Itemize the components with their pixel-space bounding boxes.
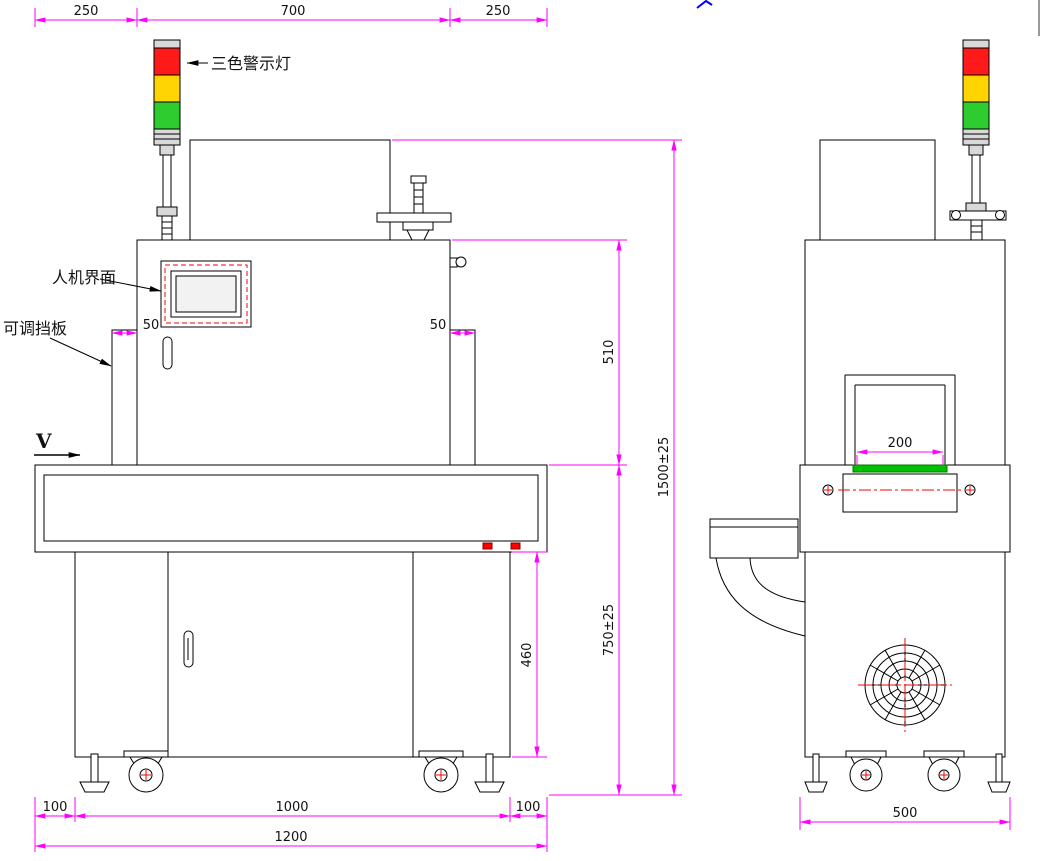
exhaust-duct [709, 518, 806, 637]
top-housing-side [819, 139, 936, 241]
warning-light-label-text: 三色警示灯 [211, 54, 291, 73]
adjustment-knob-assembly [376, 175, 452, 241]
dim-bottom-chain: 100 1000 100 1200 [34, 797, 548, 852]
blue-pen-mark [696, 0, 713, 9]
light-yellow-segment [962, 74, 990, 103]
indicator-light-icon [482, 542, 493, 550]
light-red-segment [962, 47, 990, 76]
front-view: 250 700 250 三色警示灯 [3, 4, 682, 852]
hmi-label: 人机界面 [52, 268, 162, 292]
leveling-foot-icon [79, 781, 110, 793]
baffle-label-text: 可调挡板 [3, 319, 67, 338]
dim-depth: 500 [799, 797, 1011, 830]
baffle-left [111, 329, 138, 466]
dim-top-right-overhang: 250 [486, 4, 511, 19]
light-base [153, 128, 181, 146]
adjustable-baffles: 50 50 [111, 318, 476, 466]
dim-bottom-right-offset: 100 [516, 800, 541, 815]
top-housing-front [189, 139, 391, 241]
indicator-lights [482, 542, 521, 550]
light-cap [962, 39, 990, 49]
dim-base-cabinet-height: 460 [520, 643, 535, 668]
light-green-segment [962, 101, 990, 130]
light-red-segment [153, 47, 181, 76]
side-view: 200 [709, 39, 1011, 830]
light-pole [971, 154, 981, 204]
hmi-leader [99, 278, 162, 292]
leveling-foot-icon [474, 781, 505, 793]
warning-light-label: 三色警示灯 [186, 54, 291, 73]
baffle-leader [49, 337, 112, 367]
view-marker-text: V [35, 429, 52, 453]
dim-overall-width: 1200 [274, 830, 307, 845]
dim-right-heights: 510 750±25 1500±25 460 [392, 139, 682, 796]
indicator-light-icon [510, 542, 521, 550]
light-yellow-segment [153, 74, 181, 103]
conveyor-table-side [799, 464, 1011, 553]
dim-opening: 200 [856, 436, 944, 466]
dim-wheelbase-width: 1000 [275, 800, 308, 815]
knob-screw [413, 182, 424, 214]
light-cap [153, 39, 181, 49]
light-base [962, 128, 990, 146]
tricolor-warning-light-side [949, 39, 1007, 241]
dim-top-chain: 250 700 250 [34, 4, 548, 27]
belt-opening [844, 374, 956, 465]
dim-table-height: 750±25 [602, 604, 617, 656]
hmi-highlight-box [164, 264, 248, 324]
casters-front [79, 750, 505, 793]
dim-baffle-left: 50 [143, 318, 160, 333]
hmi-panel [160, 260, 252, 328]
view-direction-marker: V [34, 429, 81, 458]
light-green-segment [153, 101, 181, 130]
duct-elbow [715, 557, 806, 637]
dim-top-body-width: 700 [281, 4, 306, 19]
dim-belt-opening-width: 200 [888, 436, 913, 451]
cooling-fan-grille [858, 638, 952, 732]
hmi-label-text: 人机界面 [52, 268, 116, 287]
leveling-foot-icon [804, 781, 828, 793]
leveling-foot-icon [987, 781, 1011, 793]
baffle-right [449, 329, 476, 466]
cabinet-slot-handle [162, 336, 173, 370]
baffle-label: 可调挡板 [3, 319, 112, 367]
base-cabinet-front [74, 551, 511, 758]
hmi-screen [175, 275, 237, 313]
side-knob-icon [455, 256, 467, 268]
conveyor-belt-strip [852, 464, 948, 473]
dim-upper-section-height: 510 [602, 340, 617, 365]
conveyor-table-front [34, 464, 548, 553]
dim-bottom-left-offset: 100 [43, 800, 68, 815]
dim-baffle-right: 50 [430, 318, 447, 333]
casters-side [804, 750, 1011, 793]
dim-overall-height: 1500±25 [657, 437, 672, 498]
upper-cabinet-side [804, 239, 1006, 466]
tricolor-warning-light-front [153, 39, 181, 241]
dim-overall-depth: 500 [893, 806, 918, 821]
dim-top-left-overhang: 250 [74, 4, 99, 19]
light-pole [162, 154, 172, 208]
